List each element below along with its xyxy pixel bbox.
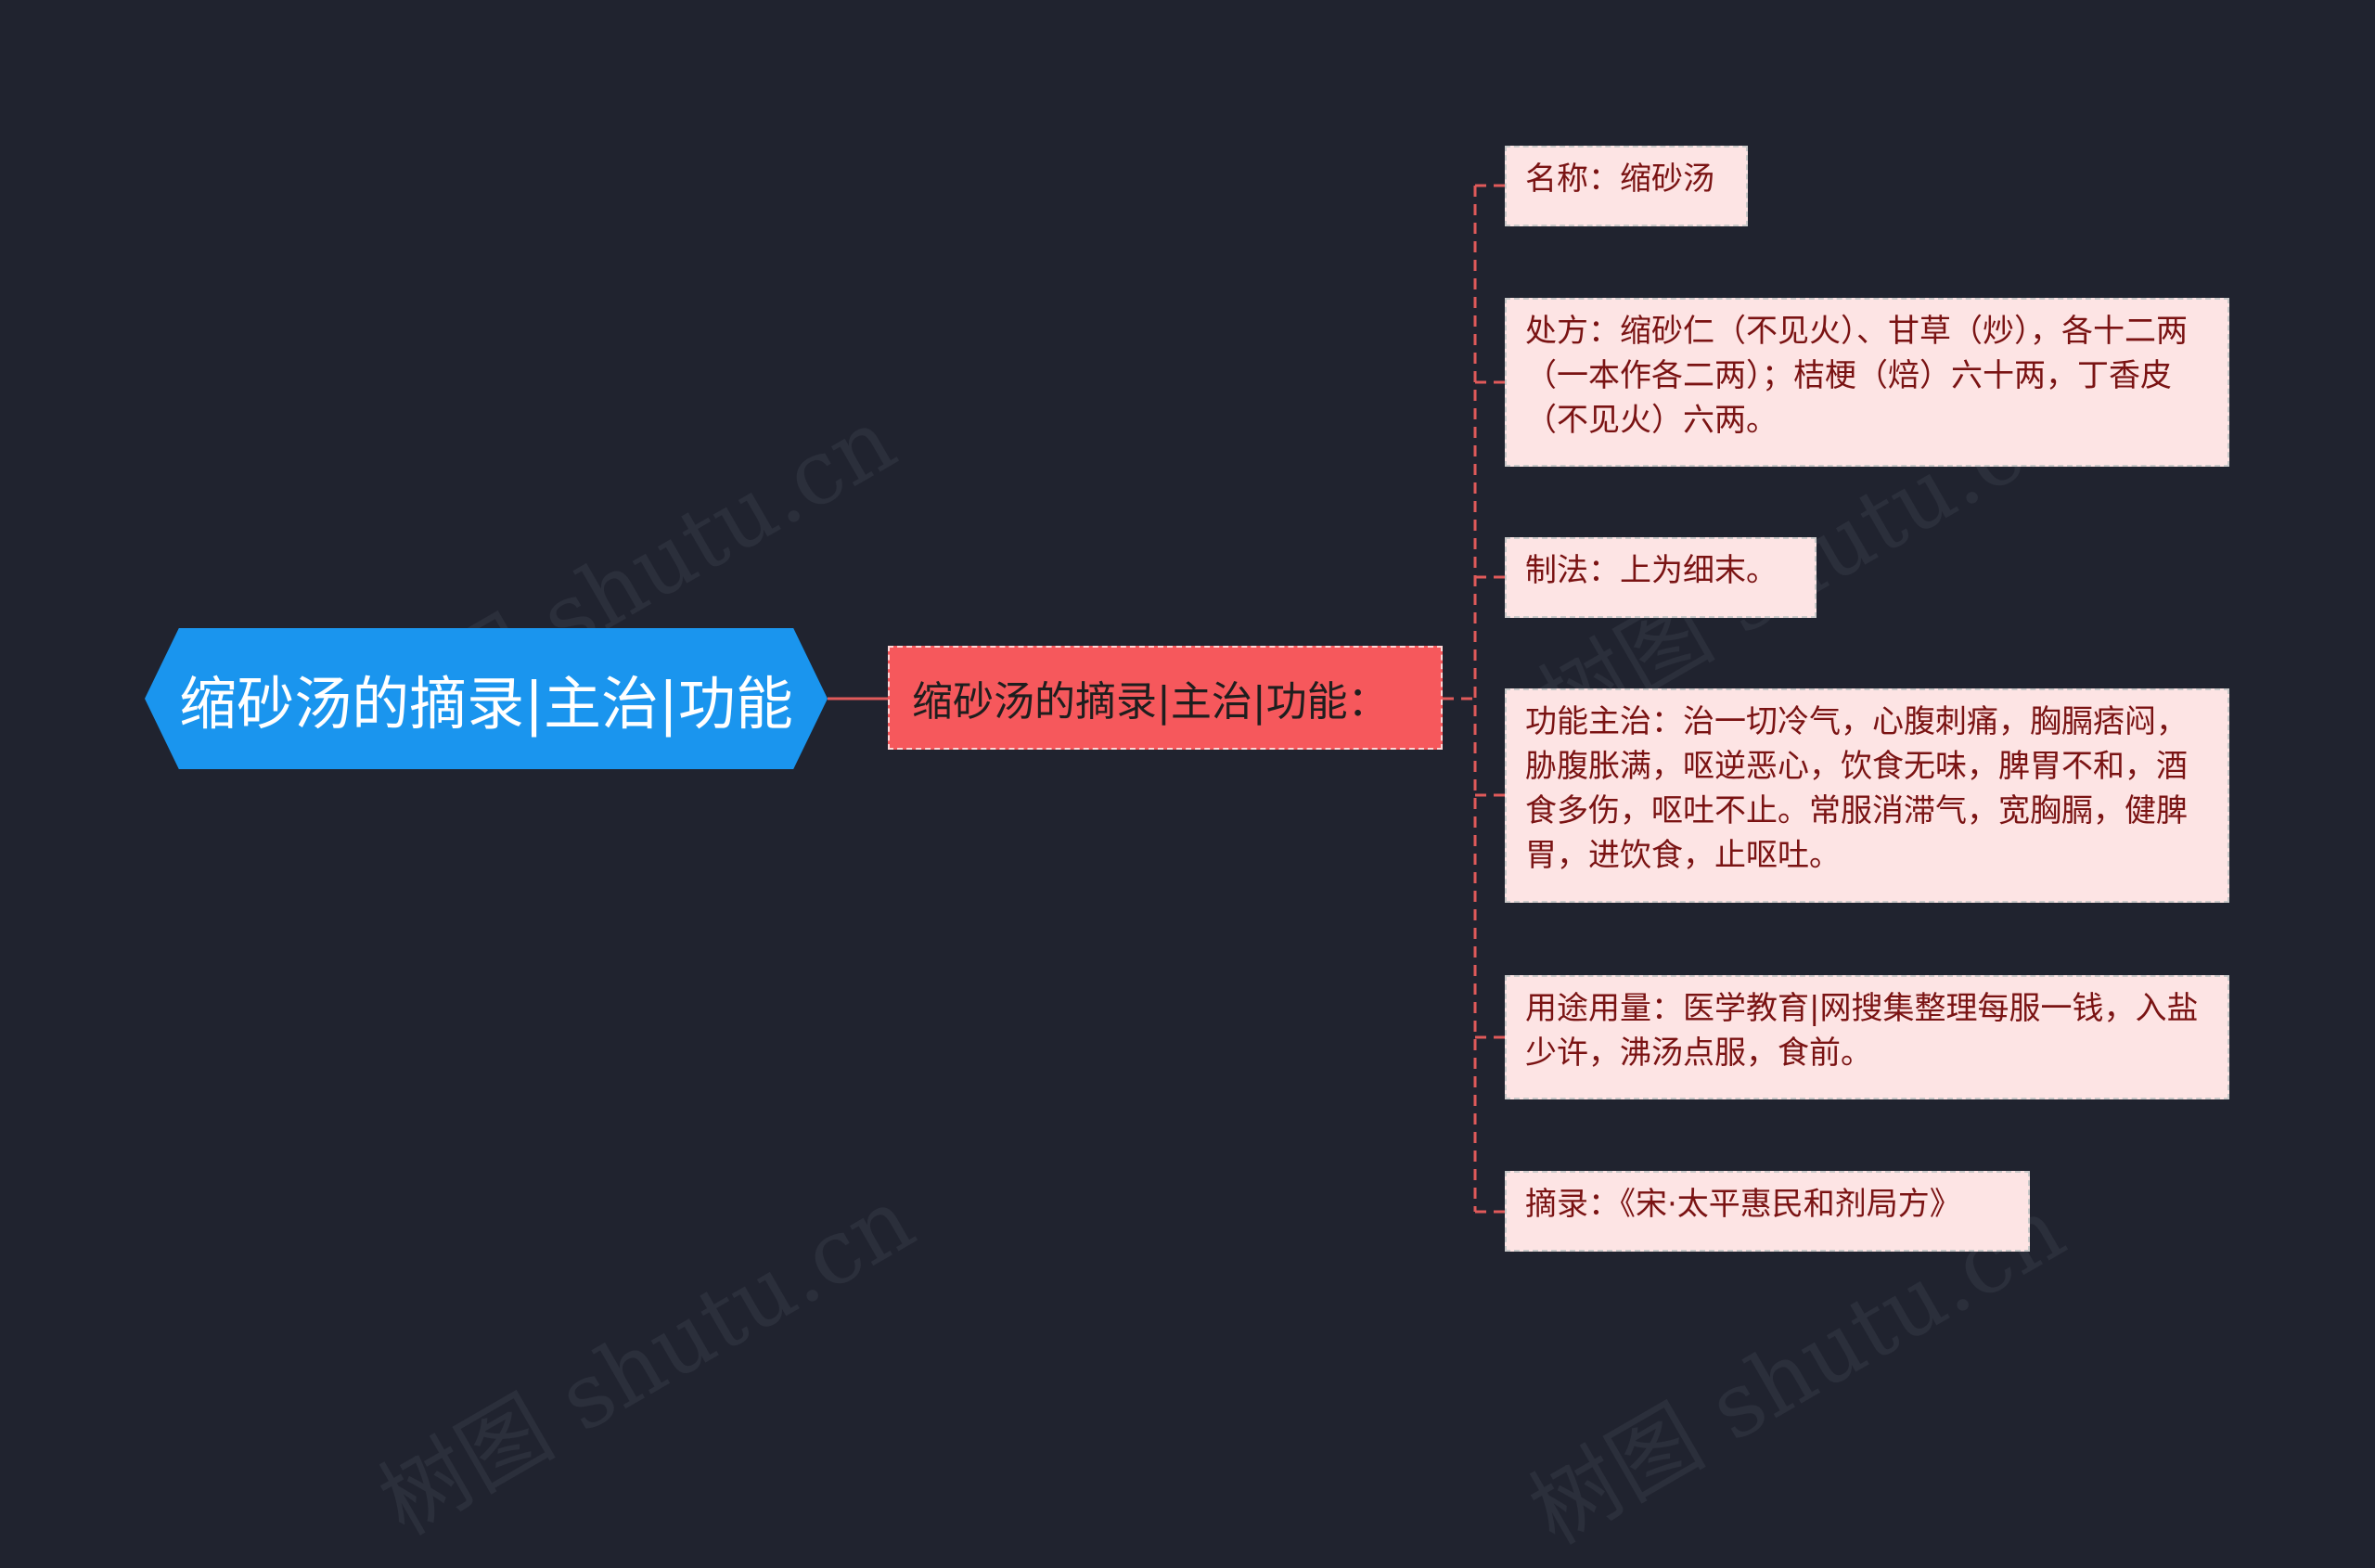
leaf-node-source[interactable]: 摘录：《宋·太平惠民和剂局方》 xyxy=(1505,1171,2030,1252)
root-topic-node[interactable]: 缩砂汤的摘录|主治|功能 xyxy=(145,628,828,769)
leaf-node-name[interactable]: 名称：缩砂汤 xyxy=(1505,146,1748,226)
leaf-node-prescription[interactable]: 处方：缩砂仁（不见火）、甘草（炒），各十二两（一本作各二两）；桔梗（焙）六十两，… xyxy=(1505,298,2229,467)
hub-topic-node[interactable]: 缩砂汤的摘录|主治|功能： xyxy=(888,646,1443,750)
connector-lines xyxy=(828,184,1505,1214)
leaf-node-indications[interactable]: 功能主治：治一切冷气，心腹刺痛，胸膈痞闷，胁腹胀满，呕逆恶心，饮食无味，脾胃不和… xyxy=(1505,688,2229,903)
leaf-node-dosage[interactable]: 用途用量：医学教育|网搜集整理每服一钱，入盐少许，沸汤点服，食前。 xyxy=(1505,975,2229,1099)
leaf-node-preparation[interactable]: 制法：上为细末。 xyxy=(1505,537,1817,618)
